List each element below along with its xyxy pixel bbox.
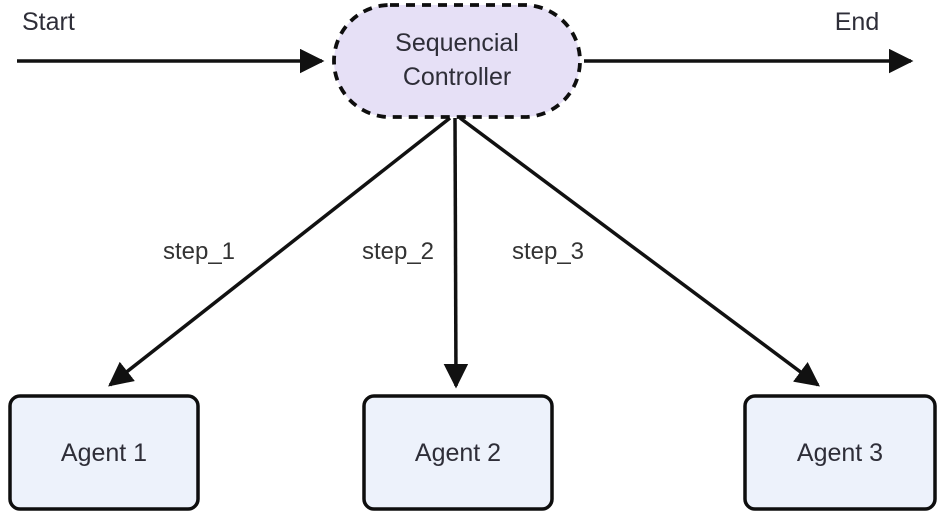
end-label: End — [835, 8, 879, 36]
agent3-shape — [743, 394, 937, 511]
controller-shape — [332, 3, 582, 119]
agent1-shape — [8, 394, 200, 511]
edge-step2 — [443, 117, 469, 389]
edge-label-step3: step_3 — [512, 238, 584, 265]
agent2-label: Agent 2 — [415, 439, 501, 467]
start-label: Start — [22, 8, 75, 36]
agent3-label: Agent 3 — [797, 439, 883, 467]
agent1-label: Agent 1 — [61, 439, 147, 467]
edge-label-step2: step_2 — [362, 238, 434, 265]
controller-label-line1: Sequencial — [395, 29, 519, 57]
edge-step1 — [108, 116, 452, 387]
edge-step3 — [458, 116, 820, 387]
agent2-shape — [362, 394, 554, 511]
controller-node: Sequencial Controller — [332, 3, 582, 119]
agent1-node: Agent 1 — [8, 394, 200, 511]
controller-label-line2: Controller — [403, 63, 511, 91]
edge-label-step1: step_1 — [163, 238, 235, 265]
agent2-node: Agent 2 — [362, 394, 554, 511]
agent3-node: Agent 3 — [743, 394, 937, 511]
